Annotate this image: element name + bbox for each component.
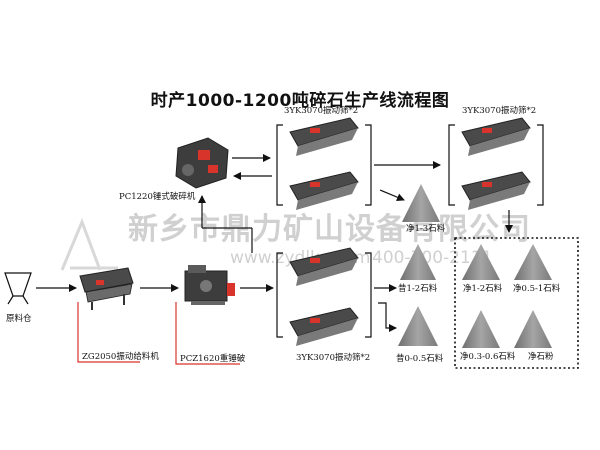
label-screen-top-b: 3YK3070振动筛*2 bbox=[462, 106, 537, 116]
screen-bottom-2 bbox=[289, 307, 359, 346]
flow-arrows bbox=[36, 154, 513, 332]
heavy-hammer-crusher bbox=[184, 265, 235, 305]
pile-stone-powder bbox=[514, 310, 552, 348]
pile-stone-0-05 bbox=[398, 306, 438, 346]
label-screen-bottom: 3YK3070振动筛*2 bbox=[296, 353, 371, 363]
watermark-company: 新乡市鼎力矿山设备有限公司 bbox=[128, 212, 531, 247]
screen-top-left-1 bbox=[289, 117, 359, 156]
pile-stone-1-2-b bbox=[462, 244, 500, 280]
label-stone-powder: 净石粉 bbox=[528, 352, 554, 362]
label-feeder: ZG2050振动给料机 bbox=[82, 352, 159, 362]
screen-brackets bbox=[276, 124, 544, 338]
label-screen-top-a: 3YK3070振动筛*2 bbox=[284, 106, 359, 116]
label-hopper: 原料仓 bbox=[6, 314, 32, 324]
label-stone-0-05: 昔0-0.5石料 bbox=[396, 354, 444, 364]
label-stone-03-06: 净0.3-0.6石料 bbox=[460, 352, 516, 362]
diagram-title: 时产1000-1200吨碎石生产线流程图 bbox=[150, 91, 450, 111]
screen-top-right-2 bbox=[461, 171, 531, 210]
pile-stone-1-3 bbox=[402, 184, 440, 222]
hammer-crusher bbox=[175, 137, 229, 189]
label-stone-1-2-b: 净1-2石料 bbox=[463, 284, 503, 294]
callout-lines bbox=[77, 302, 240, 365]
raw-material-hopper bbox=[4, 272, 32, 305]
label-stone-1-2-a: 昔1-2石料 bbox=[398, 284, 438, 294]
pile-stone-05-1 bbox=[514, 244, 552, 280]
label-heavy-hammer-crusher: PCZ1620重锤破 bbox=[180, 354, 246, 364]
label-hammer-crusher: PC1220锤式破碎机 bbox=[119, 192, 196, 202]
vibrating-feeder bbox=[79, 267, 134, 310]
watermark-logo bbox=[60, 217, 118, 271]
screen-top-right-1 bbox=[461, 117, 531, 156]
label-stone-1-3: 净1-3石料 bbox=[406, 224, 446, 234]
watermark-phone: 400-700-2111 bbox=[372, 248, 493, 268]
screen-bottom-1 bbox=[289, 247, 359, 286]
pile-stone-1-2-a bbox=[400, 244, 436, 280]
pile-stone-03-06 bbox=[462, 310, 500, 348]
final-products-box bbox=[454, 237, 579, 369]
label-stone-05-1: 净0.5-1石料 bbox=[513, 284, 561, 294]
screen-top-left-2 bbox=[289, 171, 359, 210]
